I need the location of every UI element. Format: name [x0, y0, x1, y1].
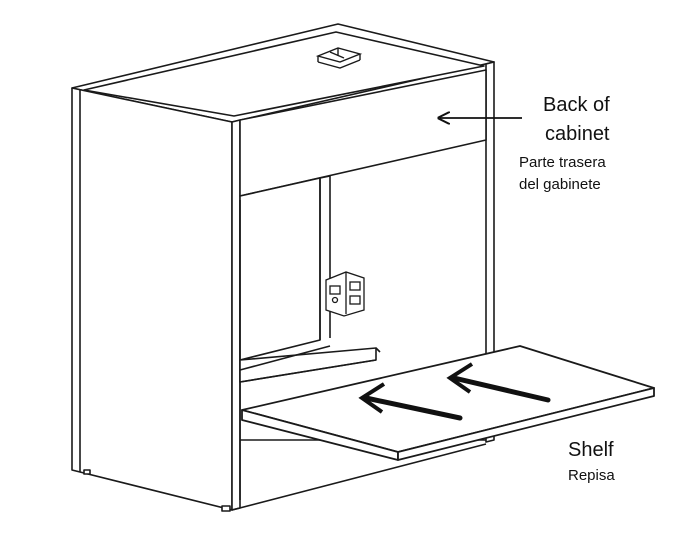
label-back-line2: cabinet: [545, 123, 610, 145]
shelf-clip-icon: [325, 271, 365, 317]
shelf-board: [241, 345, 655, 461]
arrow-up-left-icon: [358, 382, 386, 414]
cabinet-top-opening: [83, 31, 485, 117]
foot-left: [83, 469, 91, 475]
cabinet-right-panel: [485, 61, 495, 443]
cabinet-left-panel: [71, 87, 233, 511]
shelf-arrows: [358, 362, 551, 421]
label-back-es-line2: del gabinete: [519, 176, 601, 193]
cabinet-interior-opening: [239, 177, 321, 361]
shelf-arrow-2: [451, 375, 551, 403]
arrow-up-left-icon: [446, 362, 474, 394]
label-shelf-es: Repisa: [568, 467, 615, 484]
shelf-side-edge: [397, 387, 655, 461]
cabinet-back-band: [239, 69, 487, 197]
shelf-bracket-icon: [315, 47, 363, 69]
cabinet-front-post: [231, 119, 241, 511]
label-back-line1: Back of: [543, 94, 610, 116]
label-shelf-en: Shelf: [568, 439, 614, 461]
cabinet-body: [71, 23, 495, 512]
foot-right: [221, 505, 231, 512]
shelf-arrow-1: [363, 395, 463, 421]
label-back-es-line1: Parte trasera: [519, 154, 606, 171]
